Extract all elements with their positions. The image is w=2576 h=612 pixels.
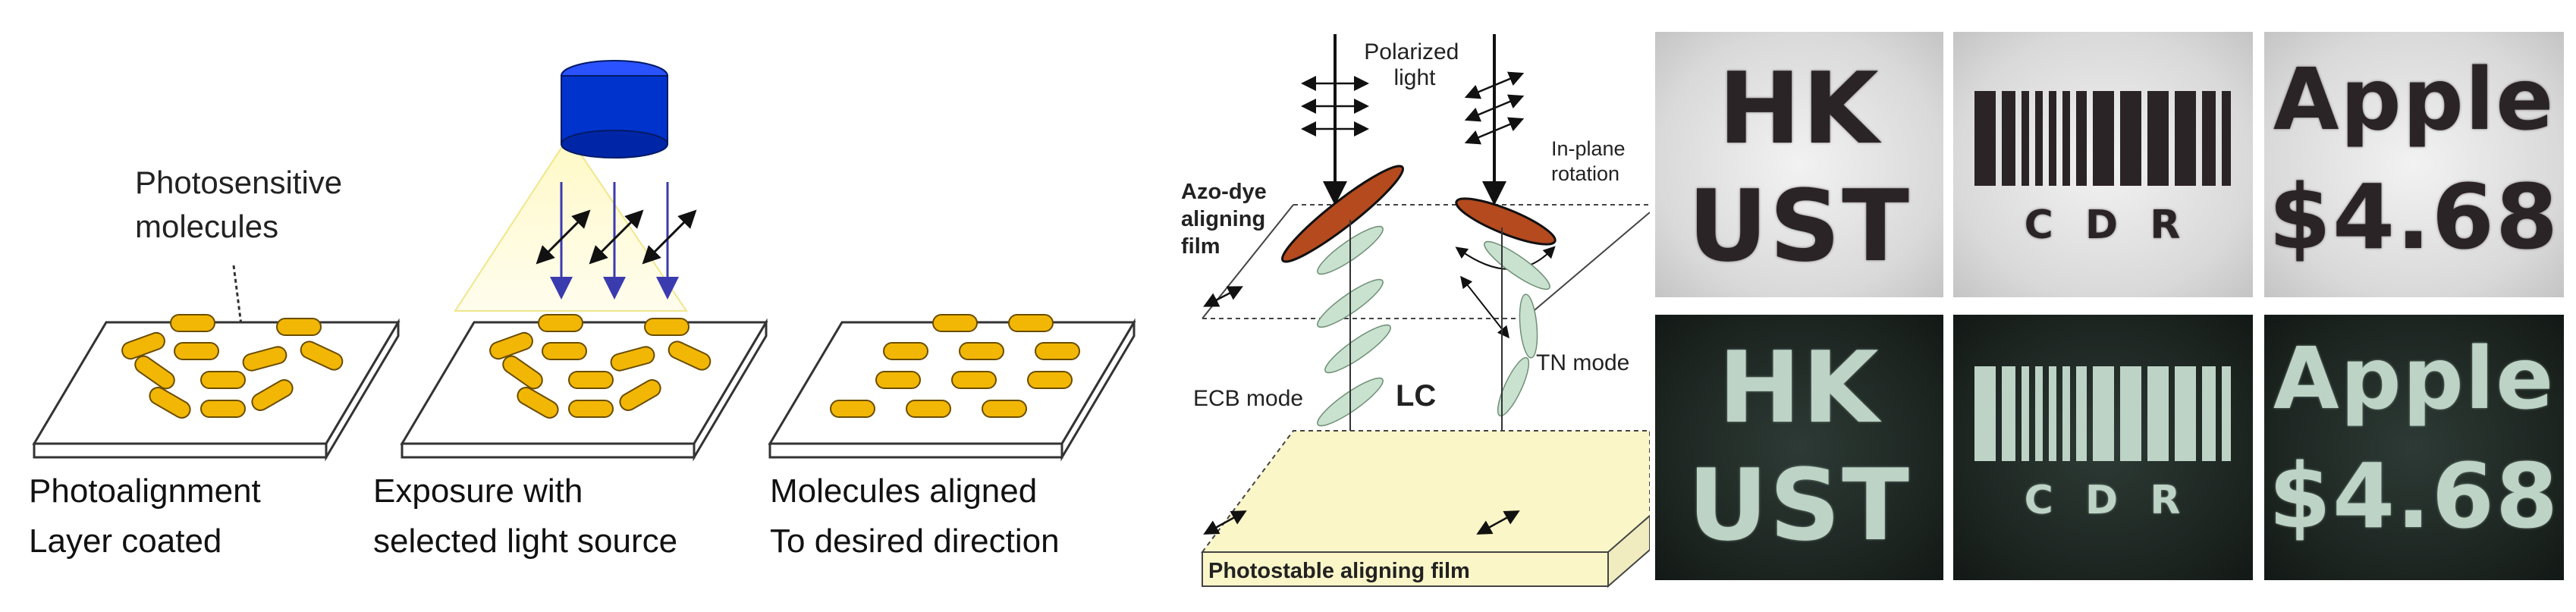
- caption-aligned-line-1: Molecules aligned: [770, 472, 1038, 510]
- caption-exposure-line-1: Exposure with: [373, 472, 583, 510]
- barcode-light-bars: [1974, 91, 2231, 186]
- azo-dye-line-3: film: [1181, 234, 1220, 259]
- plate-exposure: [400, 318, 768, 462]
- azo-molecule-right: [1455, 197, 1557, 246]
- barcode-dark-bars: [1974, 366, 2231, 461]
- photoalignment-process-diagram: Photosensitive molecules: [32, 60, 1136, 462]
- photosensitive-line-1: Photosensitive: [135, 165, 342, 200]
- photostable-film-label: Photostable aligning film: [1208, 559, 1470, 583]
- bottom-film-direction-arrow-left: [1203, 510, 1247, 535]
- barcode-dark-letters: C D R: [2024, 478, 2182, 523]
- uv-lamp: [454, 60, 688, 312]
- caption-coated: Photoalignment Layer coated: [29, 466, 261, 566]
- lc-label: LC: [1396, 379, 1436, 413]
- apple-light-line-2: $4.68: [2268, 165, 2560, 269]
- sample-barcode-dark: C D R: [1953, 315, 2253, 580]
- hkust-dark-line-1: HK: [1718, 330, 1880, 445]
- polarization-arrows: [536, 209, 697, 265]
- apple-light-line-1: Apple: [2273, 51, 2556, 149]
- polarized-light-label: Polarized light: [1364, 39, 1465, 90]
- caption-aligned: Molecules aligned To desired direction: [770, 466, 1060, 566]
- in-plane-line-2: rotation: [1551, 162, 1619, 185]
- polarized-line-2: light: [1393, 65, 1436, 90]
- sample-hkust-dark: HK UST: [1655, 315, 1943, 580]
- apple-dark-line-1: Apple: [2273, 330, 2556, 428]
- azo-dye-line-1: Azo-dye: [1181, 180, 1267, 204]
- sample-hkust-light: HK UST: [1655, 32, 1943, 297]
- hkust-dark-line-2: UST: [1688, 447, 1911, 563]
- hkust-light-line-2: UST: [1688, 168, 1911, 284]
- photoalignment-process-panel: Photosensitive molecules: [0, 0, 1138, 608]
- sample-barcode-light: C D R: [1953, 32, 2253, 297]
- hkust-light-line-1: HK: [1718, 51, 1880, 166]
- azo-dye-line-2: aligning: [1181, 207, 1265, 231]
- azo-dye-label: Azo-dye aligning film: [1181, 180, 1273, 259]
- tn-mode-label: TN mode: [1536, 350, 1629, 375]
- top-film-direction-arrow: [1203, 286, 1243, 307]
- caption-aligned-line-2: To desired direction: [770, 523, 1060, 560]
- lc-alignment-panel: Polarized light In-plane rotation: [1157, 0, 1651, 608]
- caption-exposure: Exposure with selected light source: [373, 466, 677, 566]
- sample-apple-light: Apple $4.68: [2264, 32, 2564, 297]
- caption-coated-line-1: Photoalignment: [29, 472, 261, 510]
- caption-coated-line-2: Layer coated: [29, 523, 222, 560]
- caption-exposure-line-2: selected light source: [373, 523, 678, 560]
- ecb-mode-label: ECB mode: [1193, 386, 1303, 411]
- lc-alignment-diagram: Polarized light In-plane rotation: [1181, 34, 1651, 588]
- random-molecules-1: [121, 314, 344, 419]
- photosensitive-line-2: molecules: [135, 209, 278, 244]
- photosensitive-label: Photosensitive molecules: [135, 165, 351, 244]
- plate-aligned: [768, 318, 1136, 462]
- random-molecules-2: [489, 314, 712, 419]
- apple-dark-line-2: $4.68: [2268, 444, 2560, 548]
- bottom-photostable-film: [1201, 430, 1651, 588]
- plate-coated: [32, 318, 401, 462]
- rotation-arrow: [1460, 275, 1509, 339]
- in-plane-line-1: In-plane: [1551, 137, 1626, 160]
- barcode-light-letters: C D R: [2024, 202, 2182, 248]
- aligned-molecules: [830, 314, 1080, 418]
- in-plane-rotation-label: In-plane rotation: [1551, 137, 1631, 185]
- sample-apple-dark: Apple $4.68: [2264, 315, 2564, 580]
- display-samples-panel: HK UST C D R Apple $4.68: [1654, 0, 2576, 608]
- bottom-film-direction-arrow-right: [1476, 510, 1520, 535]
- right-polarization-marks: [1464, 71, 1525, 145]
- left-polarization-marks: [1301, 76, 1369, 137]
- polarized-line-1: Polarized: [1364, 39, 1459, 64]
